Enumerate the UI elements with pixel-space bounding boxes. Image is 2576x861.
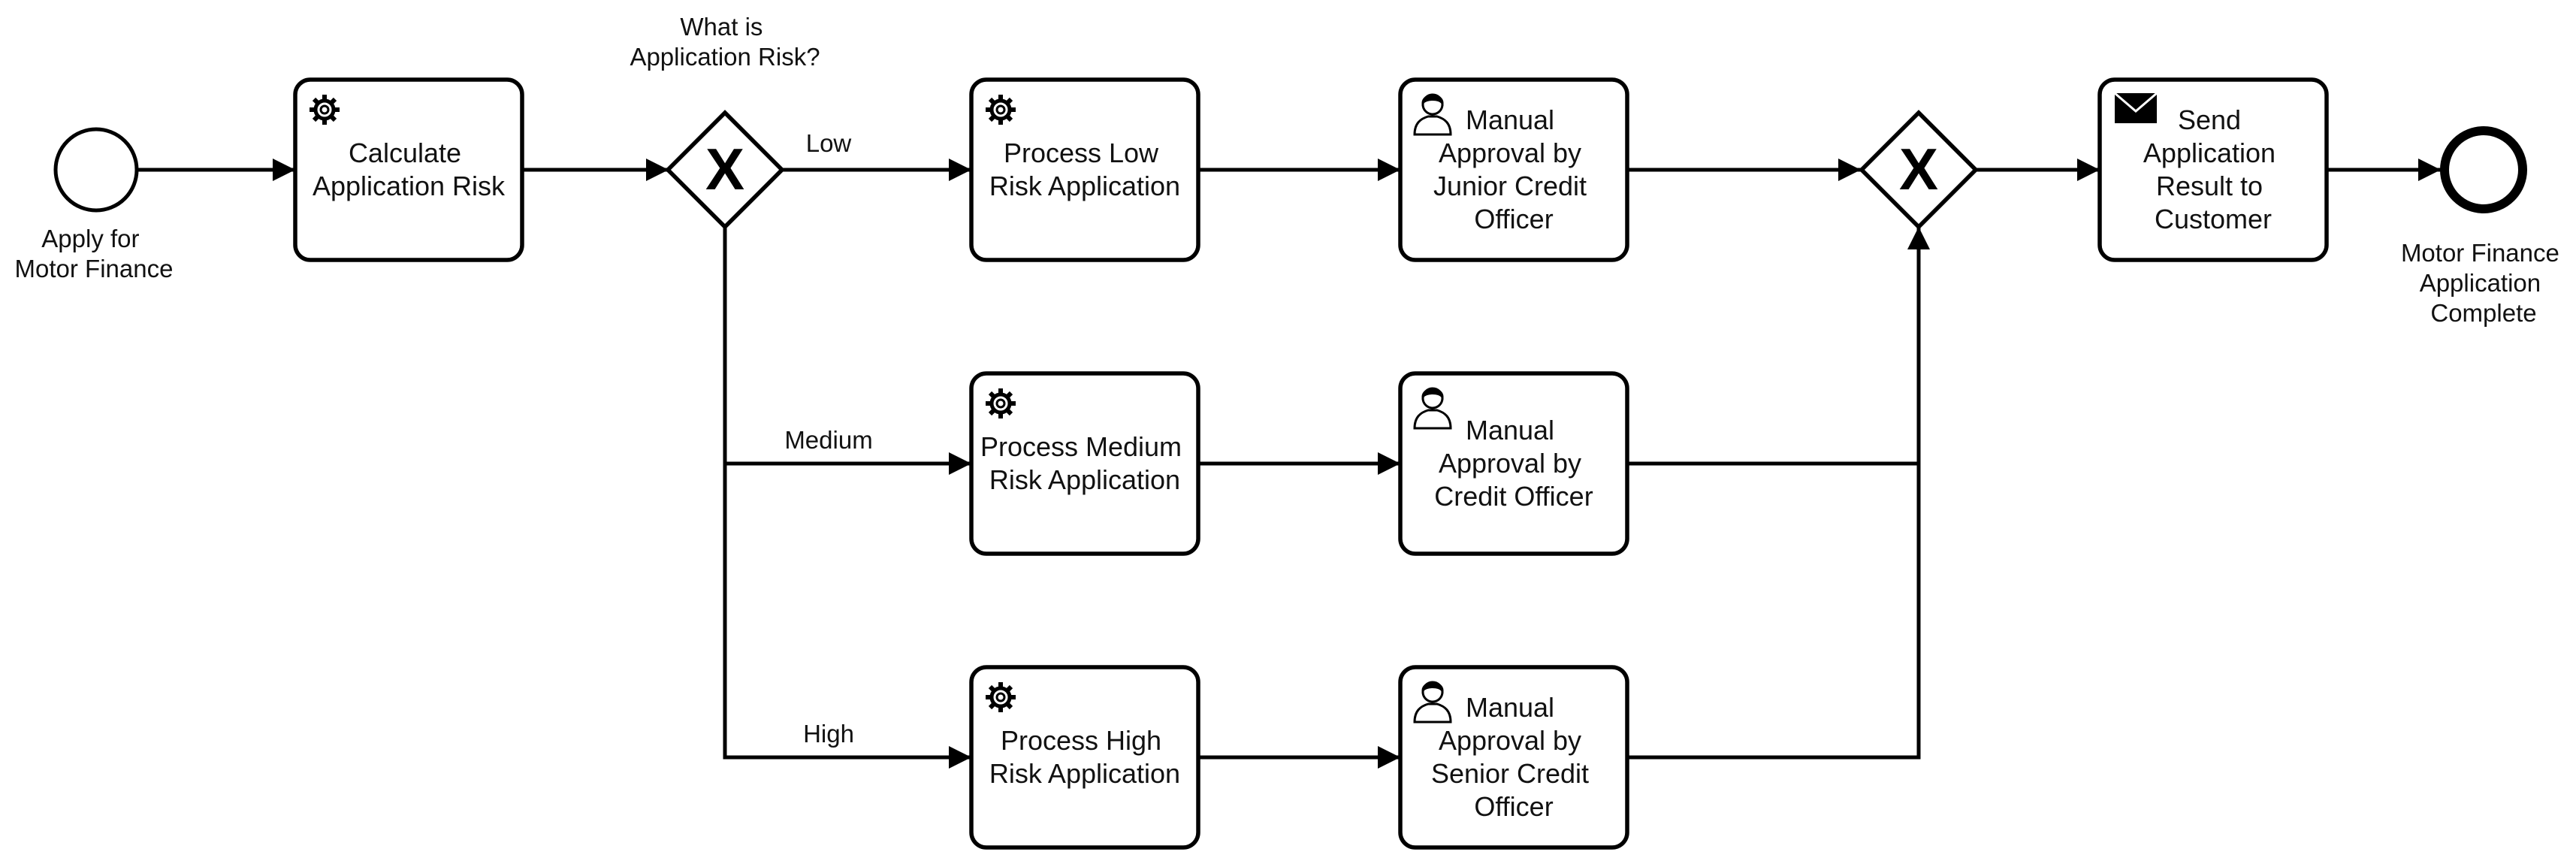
task-calculate-application-risk[interactable]: Calculate Application Risk — [293, 77, 524, 262]
task-approval-credit-officer[interactable]: Manual Approval by Credit Officer — [1398, 371, 1629, 556]
gear-icon — [310, 95, 340, 125]
start-event-label: Apply for Motor Finance — [15, 225, 174, 282]
exclusive-gateway-split[interactable]: X — [665, 110, 785, 230]
user-icon — [1413, 387, 1452, 430]
task-label: Manual Approval by Senior Credit Officer — [1431, 692, 1596, 822]
gear-icon — [986, 388, 1016, 418]
task-label: Calculate Application Risk — [313, 137, 506, 201]
flow-officer-to-join[interactable] — [1627, 227, 1930, 466]
task-send-application-result[interactable]: Send Application Result to Customer — [2097, 77, 2329, 262]
task-label: Process High Risk Application — [989, 725, 1180, 789]
task-label: Process Medium Risk Application — [980, 431, 1189, 495]
gateway-question-label: What is Application Risk? — [630, 13, 820, 71]
task-process-medium-risk[interactable]: Process Medium Risk Application — [969, 371, 1200, 556]
end-event-label: Motor Finance Application Complete — [2401, 239, 2566, 327]
task-process-low-risk[interactable]: Process Low Risk Application — [969, 77, 1200, 262]
task-approval-senior-credit-officer[interactable]: Manual Approval by Senior Credit Officer — [1398, 665, 1629, 850]
task-label: Manual Approval by Junior Credit Officer — [1433, 104, 1594, 234]
flow-split-to-high[interactable] — [723, 464, 971, 769]
envelope-icon — [2114, 92, 2158, 123]
gateway-x-marker: X — [705, 136, 744, 202]
user-icon — [1413, 681, 1452, 724]
task-label: Send Application Result to Customer — [2143, 104, 2283, 234]
task-label: Process Low Risk Application — [989, 137, 1180, 201]
gear-icon — [986, 95, 1016, 125]
start-event[interactable] — [53, 127, 139, 213]
sequence-flows — [137, 159, 2441, 769]
flow-label-medium: Medium — [784, 426, 872, 454]
gateway-x-marker: X — [1899, 136, 1938, 202]
task-label: Manual Approval by Credit Officer — [1434, 415, 1593, 512]
gear-icon — [986, 682, 1016, 712]
exclusive-gateway-join[interactable]: X — [1859, 110, 1979, 230]
user-icon — [1413, 93, 1452, 136]
flow-label-low: Low — [806, 129, 852, 157]
task-process-high-risk[interactable]: Process High Risk Application — [969, 665, 1200, 850]
task-approval-junior-credit-officer[interactable]: Manual Approval by Junior Credit Officer — [1398, 77, 1629, 262]
flow-senior-to-join[interactable] — [1627, 464, 1921, 760]
flow-label-high: High — [803, 720, 854, 748]
end-event[interactable] — [2440, 126, 2527, 213]
